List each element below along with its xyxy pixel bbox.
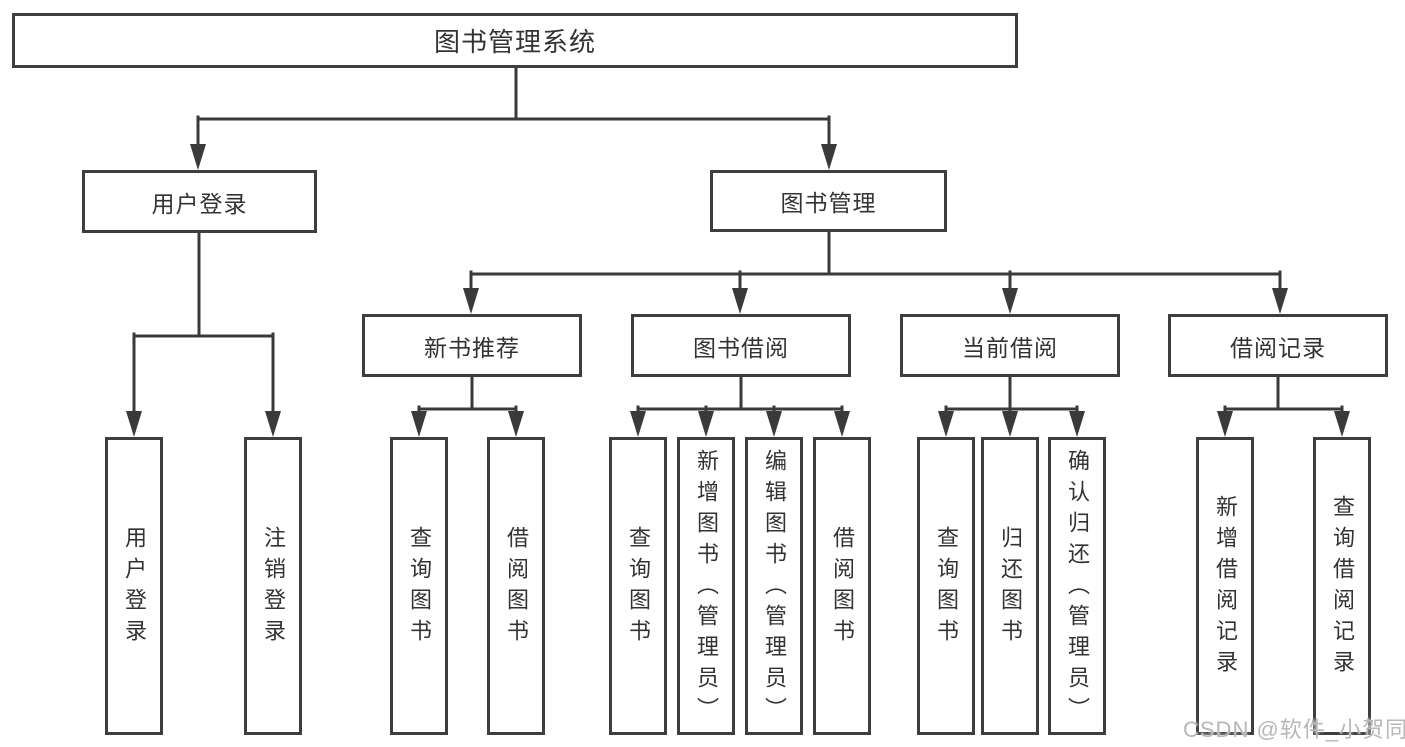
leaf-add-book-admin: 新增图书（管理员） [677, 437, 735, 735]
edge-new-book-children [411, 375, 524, 437]
edge-borrow-record-children [1217, 375, 1350, 437]
node-book-borrow: 图书借阅 [631, 314, 851, 377]
edge-root-to-level2 [190, 66, 837, 170]
node-new-book-recommend: 新书推荐 [362, 314, 582, 377]
edge-book-borrow-children [630, 375, 850, 437]
leaf-borrow-books-recommend: 借阅图书 [487, 437, 545, 735]
leaf-query-books-recommend: 查询图书 [390, 437, 448, 735]
node-library-system: 图书管理系统 [12, 13, 1018, 68]
csdn-watermark: CSDN @软件_小贺同学 [1183, 717, 1405, 742]
leaf-query-books-borrow: 查询图书 [609, 437, 667, 735]
leaf-query-borrow-record: 查询借阅记录 [1313, 437, 1371, 735]
node-current-borrow: 当前借阅 [900, 314, 1120, 377]
node-book-management: 图书管理 [710, 170, 947, 232]
leaf-add-borrow-record: 新增借阅记录 [1196, 437, 1254, 735]
leaf-user-login: 用户登录 [105, 437, 163, 735]
leaf-borrow-books: 借阅图书 [813, 437, 871, 735]
node-borrow-records: 借阅记录 [1168, 314, 1388, 377]
leaf-logout: 注销登录 [244, 437, 302, 735]
edge-book-management-children [463, 230, 1288, 314]
edge-user-login-children [126, 231, 281, 437]
leaf-confirm-return-admin: 确认归还（管理员） [1048, 437, 1106, 735]
edge-current-borrow-children [938, 375, 1085, 437]
leaf-edit-book-admin: 编辑图书（管理员） [745, 437, 803, 735]
leaf-return-books: 归还图书 [981, 437, 1039, 735]
leaf-query-books-current: 查询图书 [917, 437, 975, 735]
node-user-login: 用户登录 [82, 170, 317, 233]
